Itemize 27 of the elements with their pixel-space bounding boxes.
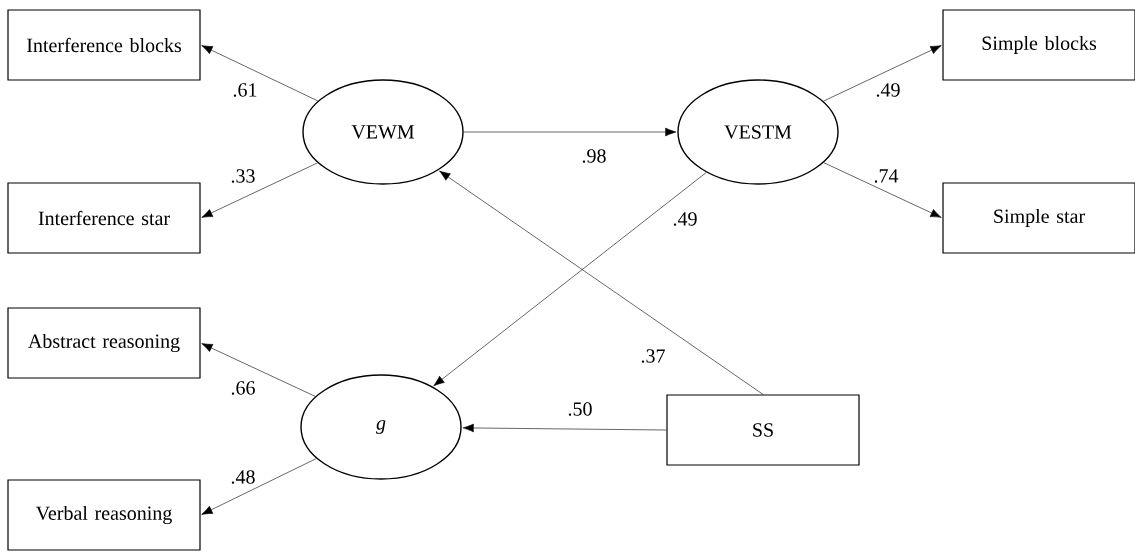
indicator-box: Abstract reasoning — [7, 307, 201, 379]
path-arrow — [823, 45, 942, 102]
path-arrow — [823, 162, 942, 218]
path-arrow — [201, 343, 316, 397]
path-arrow — [439, 170, 764, 395]
path-arrow — [463, 127, 677, 137]
indicator-box: Simple star — [942, 182, 1135, 254]
path-arrow — [433, 172, 707, 387]
edge-label: .49 — [671, 211, 699, 227]
edge-label: .98 — [580, 148, 608, 164]
indicator-box: Verbal reasoning — [7, 479, 201, 551]
indicator-box: Simple blocks — [942, 9, 1135, 81]
edge-label: .48 — [229, 469, 257, 485]
edge-label: .33 — [229, 168, 257, 184]
indicator-box: SS — [666, 394, 860, 466]
edge-label: .37 — [639, 348, 667, 364]
edge-label: .66 — [229, 380, 257, 396]
indicator-box: Interference star — [7, 182, 201, 254]
edge-label: .61 — [231, 82, 259, 98]
path-arrow — [201, 458, 317, 515]
edge-label: .49 — [874, 82, 902, 98]
edge-label: .74 — [872, 168, 900, 184]
path-arrow — [462, 423, 667, 433]
edge-label: .50 — [566, 401, 594, 417]
path-arrow — [201, 45, 319, 102]
indicator-box: Interference blocks — [7, 9, 201, 81]
path-arrow — [201, 162, 318, 218]
